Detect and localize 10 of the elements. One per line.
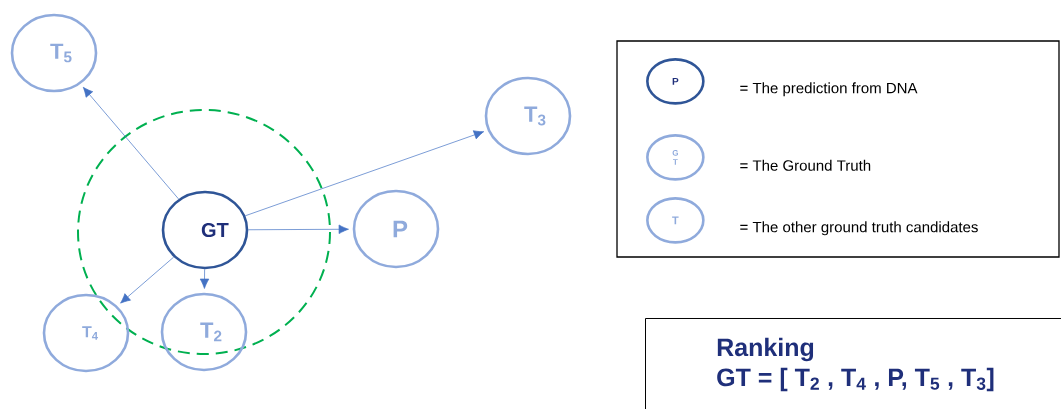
ranking-box: Ranking GT = [ T$_{2}$ , T$_{4}$ , P, T$_{5}$ , T$_{3}$] [645,318,1061,409]
legend-box [616,40,1060,258]
arrow [82,86,179,200]
arrow [245,130,485,217]
arrow [120,256,175,304]
legend-text: = The prediction from DNA [740,82,918,97]
legend-text: = The other ground truth candidates [740,221,978,236]
arrow [247,224,349,234]
legend-text: = The Ground Truth [740,159,871,171]
arrow [199,268,210,289]
